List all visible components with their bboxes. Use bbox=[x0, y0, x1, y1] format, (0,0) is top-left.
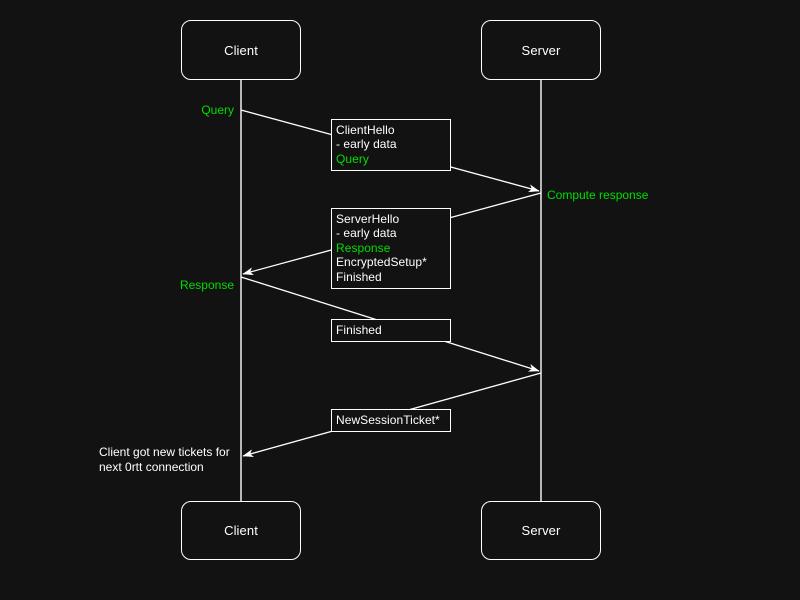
message-line: - early data bbox=[336, 226, 397, 241]
note-compute-response: Compute response bbox=[547, 188, 648, 203]
actor-box-server-bottom[interactable]: Server bbox=[481, 501, 601, 560]
message-box-server-hello[interactable]: ServerHello - early data Response Encryp… bbox=[331, 208, 451, 290]
message-box-finished[interactable]: Finished bbox=[331, 319, 451, 343]
actor-label-server-top: Server bbox=[521, 42, 561, 58]
message-line: Finished bbox=[336, 323, 382, 337]
message-box-client-hello[interactable]: ClientHello - early data Query bbox=[331, 119, 451, 172]
note-new-tickets-line-1: Client got new tickets for bbox=[99, 445, 230, 459]
message-line: NewSessionTicket* bbox=[336, 413, 440, 427]
note-response: Response bbox=[98, 278, 234, 293]
message-line-highlight: Query bbox=[336, 151, 369, 166]
actor-box-server-top[interactable]: Server bbox=[481, 20, 601, 80]
note-new-tickets-line-2: next 0rtt connection bbox=[99, 460, 204, 474]
note-compute-response-text: Compute response bbox=[547, 188, 649, 202]
message-line-highlight: Response bbox=[336, 240, 391, 255]
note-new-tickets: Client got new tickets for next 0rtt con… bbox=[99, 445, 230, 475]
actor-label-client-top: Client bbox=[224, 42, 258, 58]
message-line: Finished bbox=[336, 269, 382, 284]
message-line: - early data bbox=[336, 137, 397, 152]
actor-label-client-bottom: Client bbox=[224, 523, 258, 538]
actor-box-client-bottom[interactable]: Client bbox=[181, 501, 301, 560]
actor-label-server-bottom: Server bbox=[521, 523, 561, 538]
message-box-new-session-ticket[interactable]: NewSessionTicket* bbox=[331, 409, 451, 433]
message-line: EncryptedSetup* bbox=[336, 255, 427, 270]
note-response-text: Response bbox=[179, 278, 234, 292]
actor-box-client-top[interactable]: Client bbox=[181, 20, 301, 80]
message-line: ServerHello bbox=[336, 212, 400, 226]
message-line: ClientHello bbox=[336, 123, 395, 137]
note-query-text: Query bbox=[201, 103, 234, 117]
note-query: Query bbox=[98, 103, 234, 118]
